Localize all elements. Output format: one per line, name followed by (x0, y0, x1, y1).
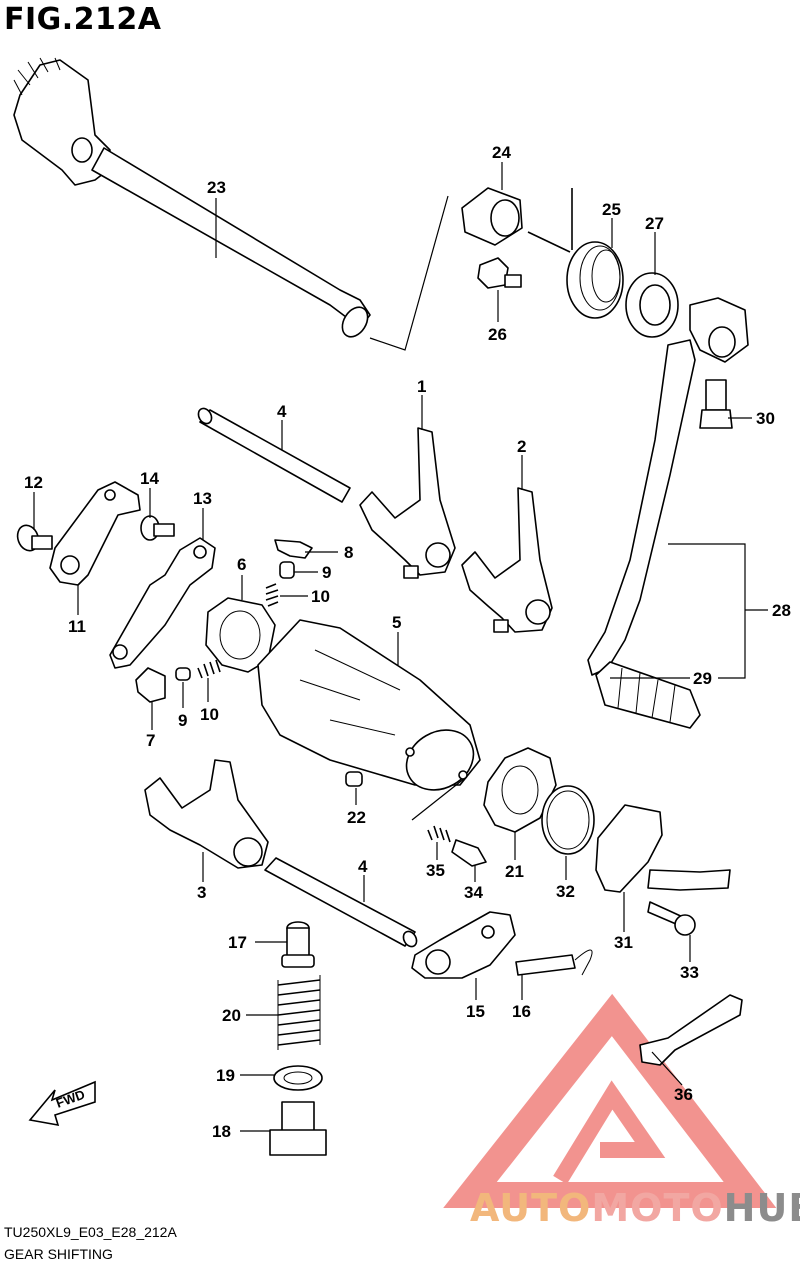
part-24-collar (461, 187, 523, 246)
callout-20: 20 (222, 1006, 241, 1025)
callout-4-upper: 4 (277, 402, 287, 421)
section-name: GEAR SHIFTING (4, 1246, 113, 1262)
part-25-return-spring (527, 188, 624, 319)
callout-29: 29 (693, 669, 712, 688)
callout-5: 5 (392, 613, 401, 632)
callout-26: 26 (488, 325, 507, 344)
model-code: TU250XL9_E03_E28_212A (4, 1224, 177, 1240)
callout-labels: 23 24 26 25 27 30 28 29 1 4 2 12 14 13 1… (24, 143, 791, 1141)
watermark-logo (443, 993, 777, 1208)
callout-13: 13 (193, 489, 212, 508)
watermark-moto: MOTO (591, 1186, 724, 1230)
callout-11: 11 (68, 617, 86, 636)
callout-10-lower: 10 (200, 705, 219, 724)
part-32-o-ring (541, 785, 595, 855)
part-34-plunger (451, 839, 487, 867)
part-2-shift-fork (461, 487, 553, 633)
part-15-cam-stopper (411, 911, 516, 979)
callout-36: 36 (674, 1085, 693, 1104)
callout-9-lower: 9 (178, 711, 187, 730)
part-1-shift-fork (359, 427, 456, 579)
part-19-gasket (273, 1065, 323, 1091)
callout-32: 32 (556, 882, 575, 901)
callout-17: 17 (228, 933, 247, 952)
watermark-hub: HUB (723, 1186, 800, 1230)
part-10-spring-upper (265, 583, 279, 607)
callout-33: 33 (680, 963, 699, 982)
part-4-fork-shaft-upper (197, 407, 351, 503)
leader-lines (33, 162, 768, 1132)
part-3-shift-fork (144, 759, 269, 869)
callout-9-upper: 9 (322, 563, 331, 582)
callout-18: 18 (212, 1122, 231, 1141)
part-31-gear-position-switch (595, 804, 731, 893)
callout-23: 23 (207, 178, 226, 197)
part-33-screw (647, 901, 696, 936)
callout-24: 24 (492, 143, 511, 162)
callout-4-lower: 4 (358, 857, 368, 876)
part-35-spring (427, 825, 451, 843)
part-7-pawl-lifter (135, 667, 166, 703)
part-29-shift-rubber (595, 661, 701, 729)
callout-31: 31 (614, 933, 633, 952)
callout-25: 25 (602, 200, 621, 219)
part-18-plug (269, 1101, 327, 1156)
part-20-spring (277, 975, 321, 1050)
part-30-bolt (699, 379, 733, 429)
part-10-spring-lower (197, 659, 221, 679)
callout-34: 34 (464, 883, 483, 902)
part-9-pin-lower (175, 667, 191, 681)
callout-21: 21 (505, 862, 524, 881)
callout-1: 1 (417, 377, 426, 396)
part-11-gear-shift-plate (49, 481, 141, 586)
fwd-arrow-icon: FWD (28, 1080, 96, 1127)
callout-8: 8 (344, 543, 353, 562)
callout-28: 28 (772, 601, 791, 620)
part-16-cam-stopper-spring (515, 949, 593, 976)
part-26-stud-bolt (477, 257, 522, 289)
callout-14: 14 (140, 469, 159, 488)
part-4-fork-shaft-lower (264, 857, 418, 948)
callout-3: 3 (197, 883, 206, 902)
part-28-shift-lever (587, 297, 749, 676)
part-8-pawl (274, 539, 313, 559)
part-23-shift-shaft (13, 57, 371, 338)
part-22-cam-pin (345, 771, 363, 787)
callout-6: 6 (237, 555, 246, 574)
figure-title: FIG.212A (4, 2, 162, 37)
part-36-clamp (639, 994, 743, 1066)
part-9-pin-upper (279, 561, 295, 579)
callout-27: 27 (645, 214, 664, 233)
callout-19: 19 (216, 1066, 235, 1085)
part-13-gear-shift-stopper (109, 537, 216, 669)
part-12-screw (16, 524, 53, 552)
part-27-oil-seal (625, 272, 679, 338)
part-14-screw (140, 515, 175, 541)
callout-2: 2 (517, 437, 526, 456)
part-5-gear-shift-cam (257, 619, 481, 791)
callout-35: 35 (426, 861, 445, 880)
callout-16: 16 (512, 1002, 531, 1021)
part-17-neutral-stopper (281, 921, 315, 968)
watermark-auto: AUTO (470, 1186, 592, 1230)
callout-15: 15 (466, 1002, 485, 1021)
watermark-text: AUTOMOTOHUB (470, 1186, 800, 1230)
callout-10-upper: 10 (311, 587, 330, 606)
callout-7: 7 (146, 731, 155, 750)
callout-12: 12 (24, 473, 43, 492)
callout-30: 30 (756, 409, 775, 428)
callout-22: 22 (347, 808, 366, 827)
